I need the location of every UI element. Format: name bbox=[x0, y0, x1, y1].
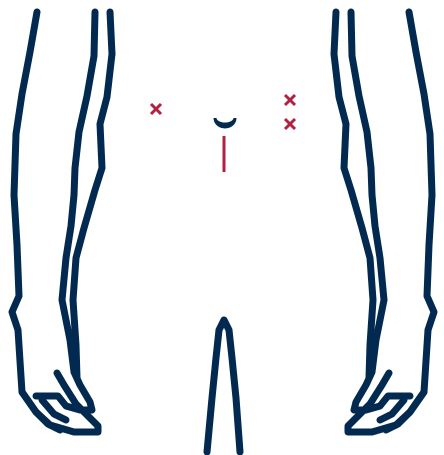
incision-mark-right-lower bbox=[285, 119, 295, 129]
incision-mark-right-upper bbox=[285, 95, 295, 105]
navel-icon bbox=[215, 118, 235, 127]
incision-mark-left bbox=[151, 104, 161, 114]
inner-legs-contour bbox=[207, 320, 240, 452]
